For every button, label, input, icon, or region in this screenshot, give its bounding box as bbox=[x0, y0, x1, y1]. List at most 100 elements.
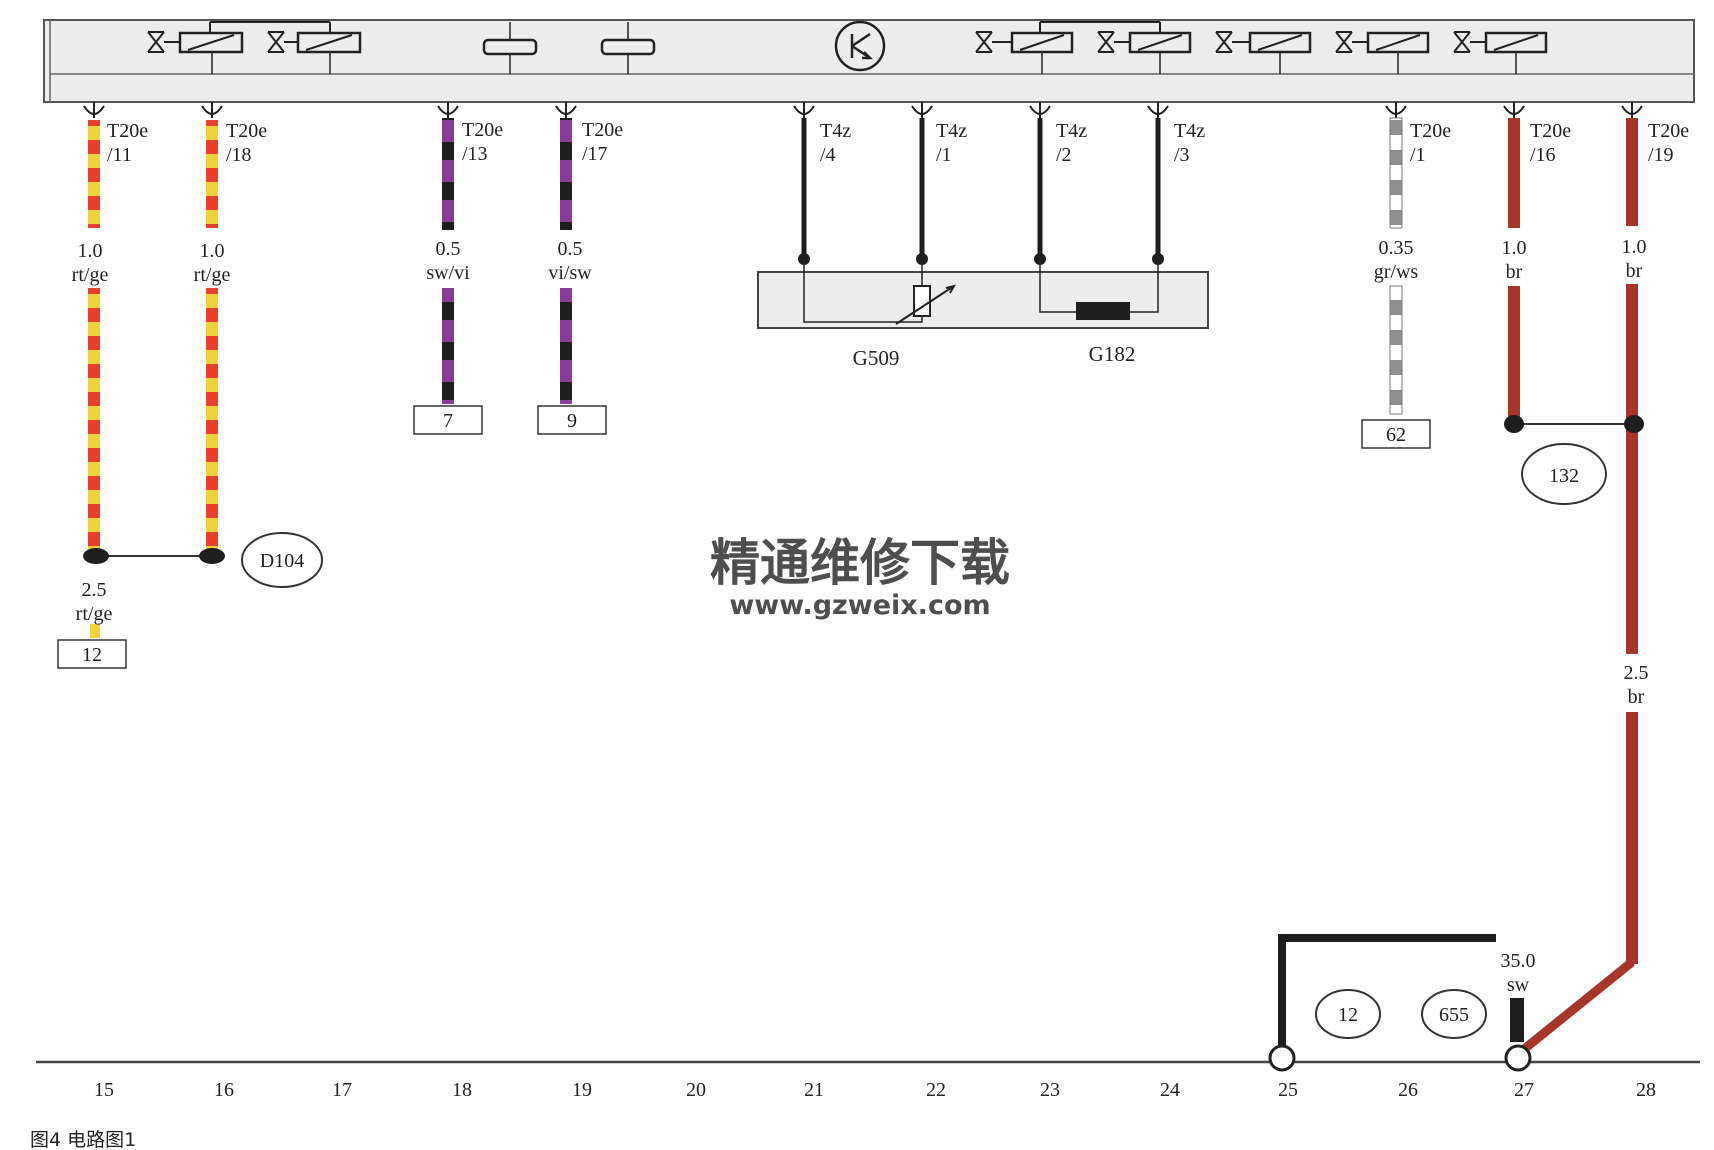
junction-label: D104 bbox=[260, 550, 304, 572]
merged-wire-spec: 2.5 bbox=[82, 579, 107, 601]
ruler-number: 21 bbox=[804, 1079, 824, 1101]
connector-p11: T20e /19 bbox=[1621, 102, 1689, 166]
wire-br-16-upper bbox=[1508, 118, 1520, 228]
svg-text:12: 12 bbox=[82, 644, 102, 666]
connector-code: T4z bbox=[1056, 120, 1087, 142]
connector-pin: /3 bbox=[1174, 144, 1190, 166]
connector-p2: T20e /18 bbox=[201, 102, 267, 166]
ref-box-9: 9 bbox=[537, 405, 607, 435]
ruler-number: 19 bbox=[572, 1079, 592, 1101]
ref-box-7: 7 bbox=[413, 405, 483, 435]
wire-br-19-mid bbox=[1626, 284, 1638, 654]
wire-color: br bbox=[1506, 261, 1523, 283]
ruler-number: 27 bbox=[1514, 1079, 1534, 1101]
connector-p1: T20e /11 bbox=[83, 102, 148, 166]
svg-text:62: 62 bbox=[1386, 424, 1406, 446]
connector-code: T20e bbox=[1648, 120, 1689, 142]
wire-spec: 1.0 bbox=[1622, 236, 1647, 258]
wire-br-merged bbox=[1626, 712, 1638, 964]
wire-spec: 1.0 bbox=[1502, 237, 1527, 259]
connector-p10: T20e /16 bbox=[1503, 102, 1571, 166]
connector-code: T4z bbox=[1174, 120, 1205, 142]
ruler-number: 25 bbox=[1278, 1079, 1298, 1101]
ruler-number: 28 bbox=[1636, 1079, 1656, 1101]
wire-swvi-upper bbox=[442, 118, 454, 230]
component-label-g182: G182 bbox=[1089, 342, 1136, 366]
connector-pin: /2 bbox=[1056, 144, 1072, 166]
svg-text:7: 7 bbox=[443, 410, 453, 432]
ground-node-27 bbox=[1504, 1044, 1532, 1072]
connector-pin: /19 bbox=[1648, 144, 1674, 166]
ground-circle-12: 12 bbox=[1315, 989, 1381, 1039]
wire-spec: 0.5 bbox=[558, 238, 583, 260]
wire-rtge-2-upper bbox=[206, 120, 218, 228]
ruler-number: 24 bbox=[1160, 1079, 1180, 1101]
connector-p9: T20e /1 bbox=[1385, 102, 1451, 166]
connector-code: T20e bbox=[1530, 120, 1571, 142]
ruler-number: 20 bbox=[686, 1079, 706, 1101]
connector-pin: /13 bbox=[462, 143, 488, 165]
connector-p8: T4z /3 bbox=[1147, 102, 1205, 166]
wire-rtge-merged bbox=[90, 624, 100, 638]
connector-pin: /4 bbox=[820, 144, 836, 166]
wire-spec: 1.0 bbox=[78, 240, 103, 262]
connector-p3: T20e /13 bbox=[437, 102, 503, 165]
wire-grws-lower bbox=[1389, 285, 1403, 415]
wire-visw-lower bbox=[560, 288, 572, 404]
ruler-number: 18 bbox=[452, 1079, 472, 1101]
wire-spec: 0.35 bbox=[1379, 237, 1414, 259]
ruler-number: 17 bbox=[332, 1079, 352, 1101]
merged-wire-spec: 2.5 bbox=[1624, 662, 1649, 684]
watermark-url: www.gzweix.com bbox=[729, 590, 990, 621]
junction-label: 132 bbox=[1549, 465, 1579, 487]
wire-rtge-1-lower bbox=[88, 288, 100, 556]
connector-pin: /16 bbox=[1530, 144, 1556, 166]
wire-rtge-1-upper bbox=[88, 120, 100, 228]
svg-text:655: 655 bbox=[1439, 1004, 1469, 1026]
connector-code: T4z bbox=[936, 120, 967, 142]
connector-pin: /18 bbox=[226, 144, 252, 166]
ref-box-12: 12 bbox=[57, 639, 127, 669]
watermark-title: 精通维修下载 bbox=[710, 534, 1010, 592]
junction-d104: D104 bbox=[83, 532, 323, 588]
wire-visw-upper bbox=[560, 118, 572, 230]
wire-color: rt/ge bbox=[194, 264, 231, 286]
wire-spec: 0.5 bbox=[436, 238, 461, 260]
connector-pin: /17 bbox=[582, 143, 608, 165]
ruler-number: 16 bbox=[214, 1079, 234, 1101]
connector-code: T20e bbox=[226, 120, 267, 142]
wire-color: gr/ws bbox=[1374, 261, 1419, 283]
merged-wire-color: rt/ge bbox=[76, 603, 113, 625]
figure-caption: 图4 电路图1 bbox=[30, 1129, 136, 1150]
wire-br-diagonal bbox=[1515, 958, 1635, 1058]
junction-132: 132 bbox=[1504, 415, 1644, 505]
connector-code: T20e bbox=[462, 119, 503, 141]
ground-wire-color: sw bbox=[1507, 974, 1530, 996]
connector-pin: /1 bbox=[936, 144, 952, 166]
svg-text:12: 12 bbox=[1338, 1004, 1358, 1026]
sensor-circle-icon bbox=[834, 20, 886, 72]
valve-group-right bbox=[975, 21, 1548, 74]
ground-node-25 bbox=[1268, 1044, 1296, 1072]
connector-code: T20e bbox=[582, 119, 623, 141]
wire-br-16-lower bbox=[1508, 286, 1520, 424]
ruler-number: 26 bbox=[1398, 1079, 1418, 1101]
ground-wire bbox=[1278, 934, 1524, 1054]
merged-wire-color: br bbox=[1628, 686, 1645, 708]
wire-swvi-lower bbox=[442, 288, 454, 404]
ruler-number: 15 bbox=[94, 1079, 114, 1101]
resistor-symbol-2 bbox=[600, 22, 656, 74]
wire-spec: 1.0 bbox=[200, 240, 225, 262]
connector-p4: T20e /17 bbox=[555, 102, 623, 165]
svg-text:9: 9 bbox=[567, 410, 577, 432]
control-unit-bar bbox=[43, 19, 1695, 103]
connector-code: T20e bbox=[107, 120, 148, 142]
connector-p5: T4z /4 bbox=[793, 102, 851, 166]
ruler: 15 16 17 18 19 20 21 22 23 24 25 26 27 2… bbox=[94, 1079, 1656, 1101]
connector-code: T4z bbox=[820, 120, 851, 142]
connector-pin: /11 bbox=[107, 144, 132, 166]
wire-rtge-2-lower bbox=[206, 288, 218, 556]
wire-color: vi/sw bbox=[548, 262, 592, 284]
ground-circle-655: 655 bbox=[1421, 989, 1487, 1039]
wire-color: br bbox=[1626, 260, 1643, 282]
